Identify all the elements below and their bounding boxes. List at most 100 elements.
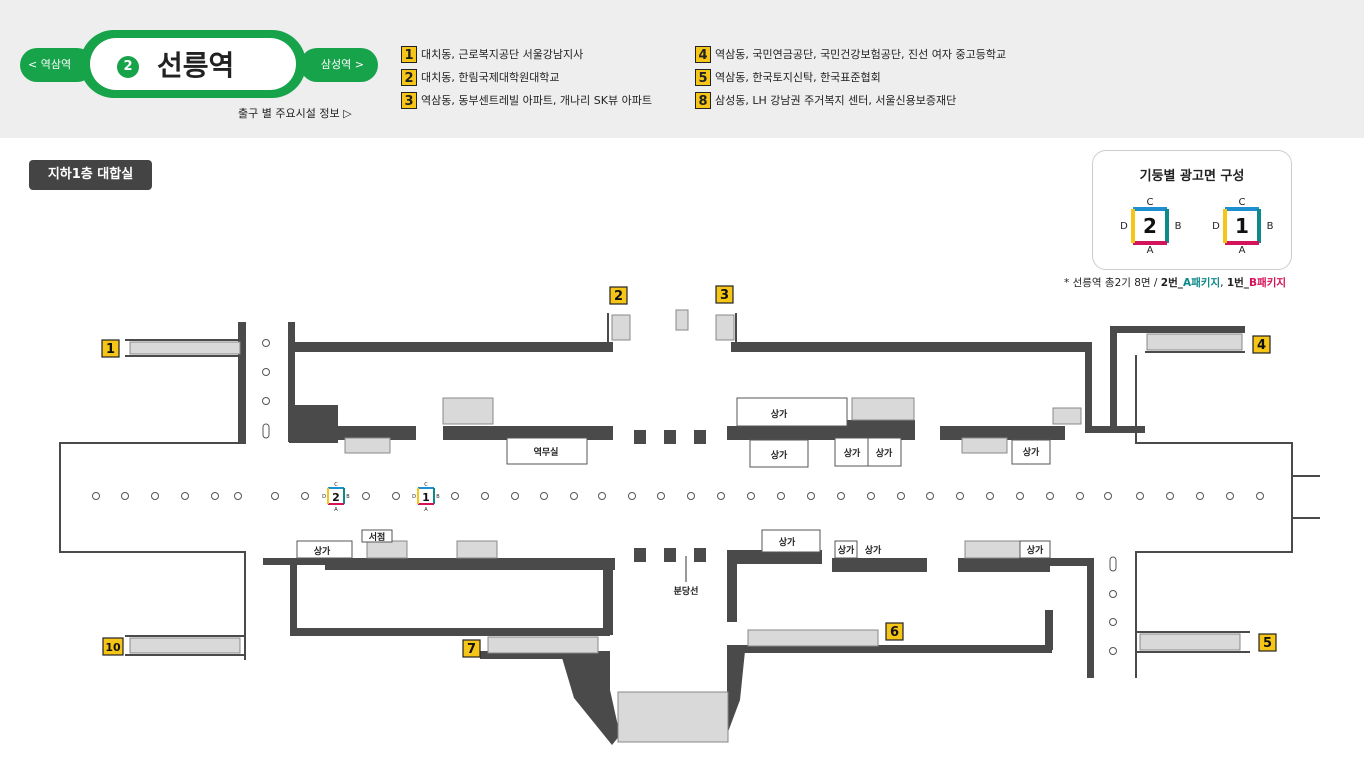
column	[540, 492, 548, 500]
exit-10-marker[interactable]: 10	[102, 637, 124, 656]
wall-segment	[958, 558, 1050, 572]
column	[687, 492, 695, 500]
marker-side-a: A	[424, 507, 428, 513]
exit-1-marker[interactable]: 1	[101, 339, 120, 358]
exit-legend-text: 역삼동, 동부센트레빌 아파트, 개나리 SK뷰 아파트	[421, 94, 652, 107]
side-d-label: D	[1120, 221, 1128, 232]
marker-side-c: C	[334, 482, 338, 488]
shop-label: 상가	[771, 449, 788, 461]
station-office-label: 역무실	[534, 446, 559, 458]
column	[362, 492, 370, 500]
escalator	[964, 540, 1021, 559]
pillar-block	[694, 548, 706, 562]
escalator	[1139, 633, 1241, 651]
column	[234, 492, 242, 500]
ad-pillar-2-marker: 2 C A D B	[322, 482, 350, 513]
wall-segment	[805, 420, 915, 428]
exit-7-marker[interactable]: 7	[462, 639, 481, 658]
wall-segment	[727, 426, 915, 440]
exit-marker-number: 3	[720, 288, 729, 303]
column	[271, 492, 279, 500]
shop-block	[834, 540, 858, 559]
wing-columns	[262, 339, 1117, 655]
shop-label: 상가	[1023, 446, 1040, 458]
exit-3-marker[interactable]: 3	[715, 285, 734, 304]
wall-segment	[288, 322, 295, 442]
wall-segment	[338, 426, 416, 440]
wall-segment	[325, 558, 615, 570]
pillar-1-diagram: 1 C A D B	[1212, 197, 1273, 256]
column	[1109, 590, 1117, 598]
wall-segment	[290, 405, 338, 443]
column	[1166, 492, 1174, 500]
column	[151, 492, 159, 500]
shop-block	[361, 529, 393, 543]
escalator	[611, 314, 631, 341]
pillar-block	[664, 548, 676, 562]
escalator	[487, 636, 599, 654]
exit-info-link[interactable]: 출구 별 주요시설 정보 ▷	[238, 107, 352, 120]
column	[392, 492, 400, 500]
wall-segment	[1045, 558, 1090, 566]
column	[451, 492, 459, 500]
pillar-block	[634, 430, 646, 444]
escalator	[129, 341, 241, 355]
column	[211, 492, 219, 500]
column	[1109, 618, 1117, 626]
exit-2-marker[interactable]: 2	[609, 286, 628, 305]
marker-side-b: B	[346, 494, 350, 500]
exit-number-badge: 5	[695, 69, 711, 86]
column	[1196, 492, 1204, 500]
exit-marker-number: 5	[1263, 636, 1272, 651]
escalator	[442, 397, 494, 425]
side-b-label: B	[1175, 221, 1182, 232]
column	[1136, 492, 1144, 500]
exit-5-marker[interactable]: 5	[1258, 633, 1277, 652]
ad-note-prefix: * 선릉역 총2기 8면 /	[1064, 277, 1161, 289]
escalator	[715, 314, 735, 341]
shop-block	[736, 397, 848, 427]
wall-segment	[263, 558, 325, 565]
shop-label: 상가	[779, 536, 796, 548]
exit-number-badge: 1	[401, 46, 417, 63]
ad-config-title: 기둥별 광고면 구성	[1139, 169, 1245, 184]
exit-6-marker[interactable]: 6	[885, 622, 904, 641]
escalators	[129, 309, 1243, 743]
shop-block	[749, 439, 809, 468]
exit-legend-text: 삼성동, LH 강남권 주거복지 센터, 서울신용보증재단	[715, 94, 957, 107]
side-d-label: D	[1212, 221, 1220, 232]
column	[897, 492, 905, 500]
exit-4-marker[interactable]: 4	[1252, 335, 1271, 354]
escalator	[344, 437, 391, 454]
shop-block	[1011, 439, 1051, 465]
escalator	[366, 540, 408, 559]
side-a-label: A	[1147, 245, 1154, 256]
column	[1046, 492, 1054, 500]
shops	[296, 397, 1051, 559]
next-station-button[interactable]: 삼성역 >	[300, 48, 378, 82]
column	[747, 492, 755, 500]
shop-block	[506, 437, 588, 465]
station-name: 선릉역	[157, 49, 235, 82]
column	[301, 492, 309, 500]
column	[511, 492, 519, 500]
column	[570, 492, 578, 500]
shop-label: 상가	[876, 447, 893, 459]
marker-number: 1	[422, 491, 430, 504]
escalator	[675, 309, 689, 331]
wall-segment	[443, 426, 613, 440]
wall-segment	[1087, 558, 1094, 678]
column	[986, 492, 994, 500]
column	[1109, 556, 1117, 572]
pillar-number: 1	[1235, 214, 1249, 238]
ad-note-sep: ,	[1220, 277, 1227, 289]
marker-side-a: A	[334, 507, 338, 513]
exit-marker-number: 10	[105, 641, 121, 654]
column	[481, 492, 489, 500]
wall-segment	[290, 628, 610, 636]
